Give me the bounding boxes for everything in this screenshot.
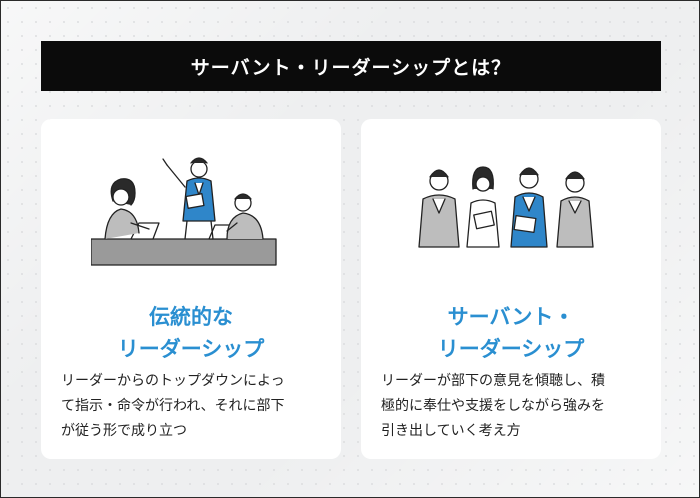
boss-presenting-to-seated-team-illustration [91,157,277,266]
card-heading-line: リーダーシップ [437,337,585,361]
title-bar: サーバント・リーダーシップとは？ [41,41,661,91]
card-description-line: 引き出していく考え方 [381,423,521,439]
card-description-line: リーダーが部下の意見を傾聴し、積 [381,373,605,389]
card-heading: サーバント・ リーダーシップ [361,301,661,365]
card-heading-line: リーダーシップ [117,337,265,361]
card-heading-line: 伝統的な [149,305,233,329]
card-heading-line: サーバント・ [447,305,575,329]
team-collaborating-with-tablets-illustration [418,166,594,248]
card-heading: 伝統的な リーダーシップ [41,301,341,365]
card-traditional-leadership: 伝統的な リーダーシップ リーダーからのトップダウンによっ て指示・命令が行われ… [41,119,341,459]
card-description: リーダーが部下の意見を傾聴し、積 極的に奉仕や支援をしながら強みを 引き出してい… [381,369,643,444]
card-servant-leadership: サーバント・ リーダーシップ リーダーが部下の意見を傾聴し、積 極的に奉仕や支援… [361,119,661,459]
card-description-line: リーダーからのトップダウンによっ [61,373,285,389]
card-description-line: 極的に奉仕や支援をしながら強みを [381,398,605,414]
card-description-line: が従う形で成り立つ [61,423,187,439]
card-description-line: て指示・命令が行われ、それに部下 [61,398,285,414]
page-title: サーバント・リーダーシップとは？ [190,56,512,79]
card-description: リーダーからのトップダウンによっ て指示・命令が行われ、それに部下 が従う形で成… [61,369,323,444]
